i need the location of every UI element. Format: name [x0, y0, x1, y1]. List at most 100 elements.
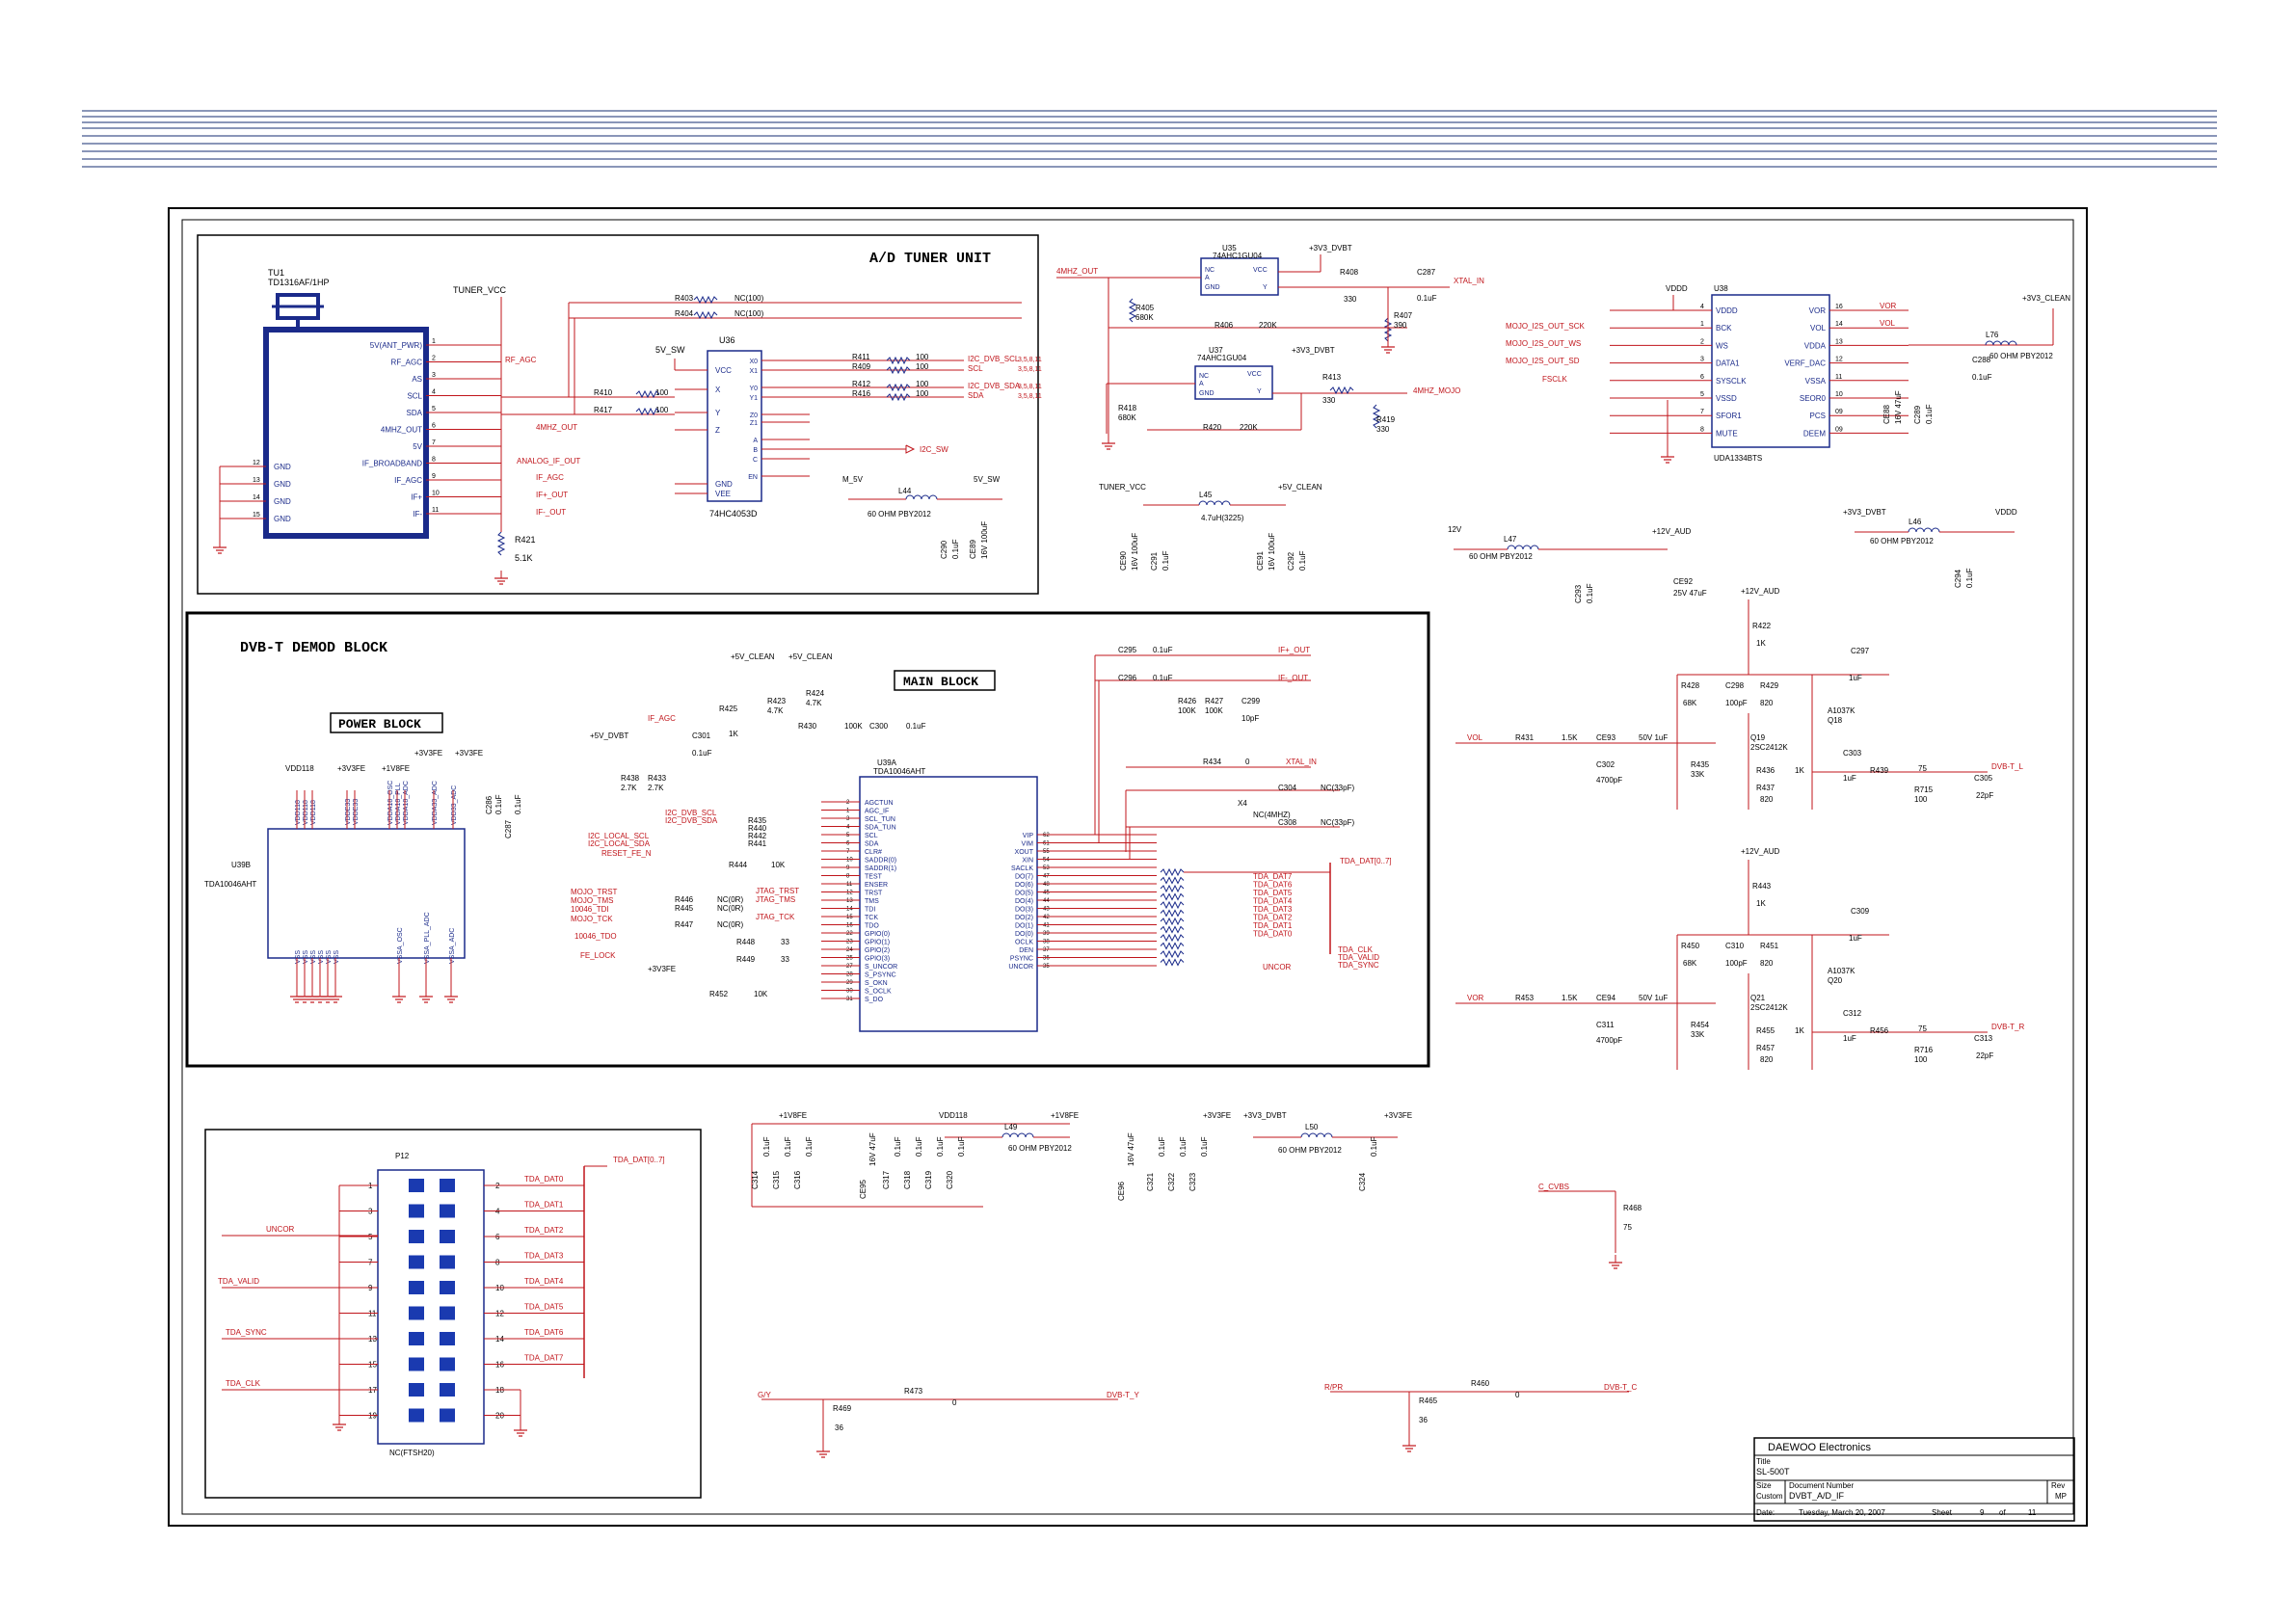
aud-l-r3: R422 [1752, 622, 1772, 630]
u35-pin-2: GND [1205, 284, 1220, 291]
u38-lpin-3: DATA1 [1716, 359, 1740, 368]
u39a-lpin-no-18: 24 [846, 947, 853, 953]
tuner-pin-9: IF_AGC [394, 476, 422, 485]
demod-jtag-0: JTAG_TRST [756, 887, 799, 895]
u39a-lpin-13: TDI [865, 907, 875, 914]
u39a-lpin-no-4: 5 [846, 833, 850, 838]
aud-r-ce: CE94 [1596, 994, 1616, 1002]
aud-l-r5: R429 [1760, 681, 1779, 690]
vddd-filter-label: VDDD [1995, 508, 2017, 517]
tuner-body [263, 327, 429, 539]
u38-rpin-no-4: 11 [1835, 374, 1842, 381]
bc-v3fe-2: +3V3FE [1384, 1111, 1412, 1120]
net-ifm-out: IF-_OUT [536, 508, 566, 517]
l76-val: 60 OHM PBY2012 [1989, 352, 2053, 360]
aud-r-c1-v: 4700pF [1596, 1036, 1622, 1045]
u39a-lpin-no-15: 16 [846, 923, 853, 929]
u38-rpin-5: SEOR0 [1800, 394, 1827, 403]
aud-r-c3-v: 100pF [1725, 959, 1748, 968]
u36-pin-z: Z [715, 426, 720, 435]
main-tda-dat-5: TDA_DAT2 [1253, 914, 1293, 922]
u39a-lpin-23: S_OCLK [865, 989, 892, 996]
c295-ref: C295 [1118, 646, 1137, 654]
c288-val: 0.1uF [1972, 373, 1992, 382]
c300-ref: C300 [869, 722, 889, 731]
u39a-lpin-no-12: 13 [846, 898, 853, 904]
r452-ref: R452 [709, 990, 729, 998]
bc-ce96v: 16V 47uF [1127, 1132, 1135, 1166]
u35-pin-0: NC [1205, 267, 1215, 274]
net-tda-bus-main: TDA_DAT[0..7] [1340, 857, 1392, 865]
drawing-inner-frame [181, 219, 2074, 1515]
r426-ref: R426 [1178, 697, 1197, 705]
aud-l-r2: R435 [1691, 760, 1710, 769]
u39a-rpin-15: PSYNC [1010, 956, 1033, 963]
bc-v3fe: +3V3FE [1203, 1111, 1231, 1120]
bc-c324: C324 [1358, 1172, 1367, 1191]
r405-val: 680K [1135, 313, 1154, 322]
u38-lpin-no-0: 4 [1700, 304, 1704, 310]
main-block-label-box [894, 670, 996, 691]
u39a-rpin-12: DO(0) [1015, 931, 1033, 938]
c300-val: 0.1uF [906, 722, 926, 731]
u36-analog-switch: U36 74HC4053D 5V_SW VCCXYZGNDVEEX0X1Y0Y1… [655, 335, 762, 519]
u38-rpin-no-5: 10 [1835, 391, 1843, 398]
aud-l-q2: Q19 [1750, 733, 1766, 742]
r404-val: NC(100) [734, 309, 764, 318]
u39a-lpin-14: TCK [865, 915, 878, 921]
c296-val: 0.1uF [1153, 674, 1173, 682]
r421-ref: R421 [515, 535, 536, 545]
bc-c3v-2: 0.1uF [1200, 1136, 1209, 1157]
u39a-lpin-0: AGCTUN [865, 800, 894, 807]
u39b-top-6: VDDA18_PLL [395, 783, 402, 825]
aud-l-c2-v: 1uF [1849, 674, 1862, 682]
p12-net-r-0: TDA_DAT0 [524, 1175, 564, 1184]
aud-r-v12aud: +12V_AUD [1741, 847, 1779, 856]
aud-r-c1: C311 [1596, 1021, 1615, 1029]
u39a-ref: U39A [877, 758, 897, 767]
u38-part: UDA1334BTS [1714, 454, 1762, 463]
demod-v3fe-lock: +3V3FE [648, 965, 676, 973]
tb-docnum: DVBT_A/D_IF [1789, 1491, 1845, 1501]
demod-u39a: U39ATDA10046AHTAGCTUN2AGC_IF1SCL_TUN3SDA… [846, 758, 1050, 1032]
l45-val: 4.7uH(3225) [1201, 514, 1244, 522]
l47-val: 60 OHM PBY2012 [1469, 552, 1533, 561]
u38-rpin-7: DEEM [1803, 429, 1826, 438]
u39a-rpin-no-2: 55 [1043, 849, 1050, 855]
dac-net-in-3: FSCLK [1542, 375, 1567, 384]
header-rule-8 [82, 158, 2217, 160]
ref-r416: 3,5,8,11 [1018, 393, 1042, 400]
u39a-lpin-24: S_DO [865, 997, 884, 1003]
u39b-ref: U39B [231, 861, 251, 869]
u39a-lpin-no-5: 6 [846, 841, 850, 847]
aud-r-r9: R716 [1914, 1046, 1934, 1054]
p12-pad [440, 1179, 455, 1192]
demod-mojo-4: 10046_TDO [574, 932, 617, 941]
aud-l-c1-v: 4700pF [1596, 776, 1622, 785]
u39a-lpin-20: S_UNCOR [865, 964, 897, 971]
tb-title-label: Title [1756, 1457, 1771, 1466]
bc-vdd118: VDD118 [939, 1111, 968, 1120]
u39a-rpin-11: DO(1) [1015, 923, 1033, 930]
u36-rpin-9: EN [748, 474, 758, 481]
aud-l-r5-v: 820 [1760, 699, 1774, 707]
u39a-rpin-no-6: 48 [1043, 882, 1050, 888]
u39a-lpin-12: TMS [865, 898, 879, 905]
u38-lpin-no-3: 3 [1700, 357, 1704, 363]
tuner-pin-1: 5V(ANT_PWR) [370, 341, 423, 350]
net-i2c_dvb_scl: I2C_DVB_SCL [968, 355, 1020, 363]
c291-ref: C291 [1150, 551, 1159, 571]
u36-pin-y: Y [715, 409, 721, 417]
drawing-frame [168, 207, 2088, 1527]
c296-ref: C296 [1118, 674, 1137, 682]
r413-val: 330 [1322, 396, 1336, 405]
power-block-title: POWER BLOCK [338, 717, 421, 732]
demod-i2c-sda: I2C_DVB_SDA [665, 816, 718, 825]
bc-ce95: CE95 [859, 1179, 868, 1199]
u38-rpin-no-7: 09 [1835, 426, 1843, 433]
cvbs-y-out: DVB-T_Y [1107, 1391, 1139, 1399]
p12-pad [409, 1255, 424, 1269]
r407-ref: R407 [1394, 311, 1413, 320]
5vsw-label: 5V_SW [974, 475, 1001, 484]
